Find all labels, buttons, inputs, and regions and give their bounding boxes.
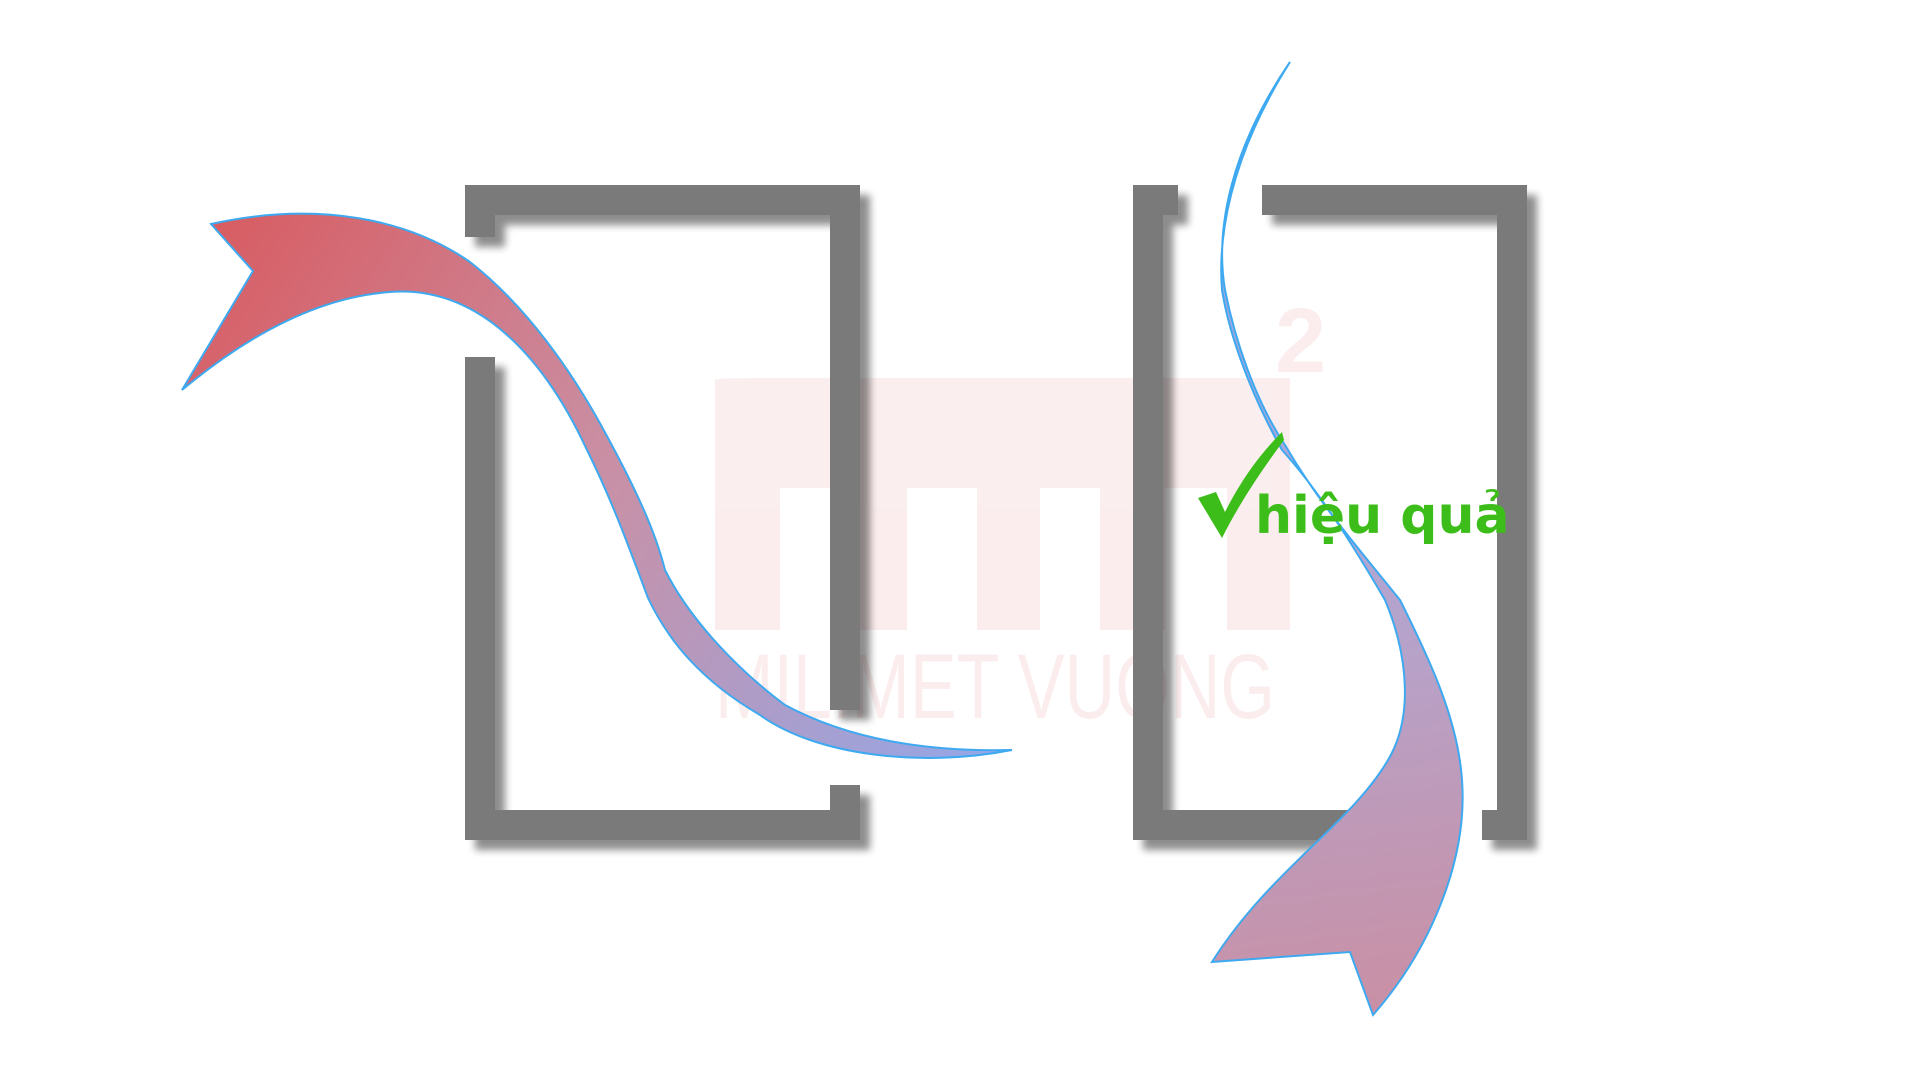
frame-right-left-side bbox=[1133, 185, 1163, 840]
frame-right bbox=[1133, 185, 1527, 840]
frame-right-right-side bbox=[1497, 185, 1527, 840]
frame-left-right-side bbox=[830, 185, 860, 710]
frame-right-bottom-left-bar bbox=[1133, 810, 1358, 840]
frame-right-bottom-right-stub bbox=[1482, 810, 1527, 840]
frame-right-top-right-bar bbox=[1262, 185, 1527, 215]
watermark-superscript: 2 bbox=[1275, 290, 1326, 392]
check-icon bbox=[1198, 432, 1284, 538]
frame-left-top-stub bbox=[465, 185, 495, 237]
frame-left-left-side bbox=[465, 357, 495, 840]
arrow-left bbox=[181, 212, 1013, 759]
arrow-right bbox=[1210, 61, 1464, 1017]
frame-left-top-bar bbox=[465, 185, 860, 215]
effective-label: hiệu quả bbox=[1255, 486, 1510, 546]
frame-left bbox=[465, 185, 860, 840]
frame-left-bottom-bar bbox=[465, 810, 860, 840]
